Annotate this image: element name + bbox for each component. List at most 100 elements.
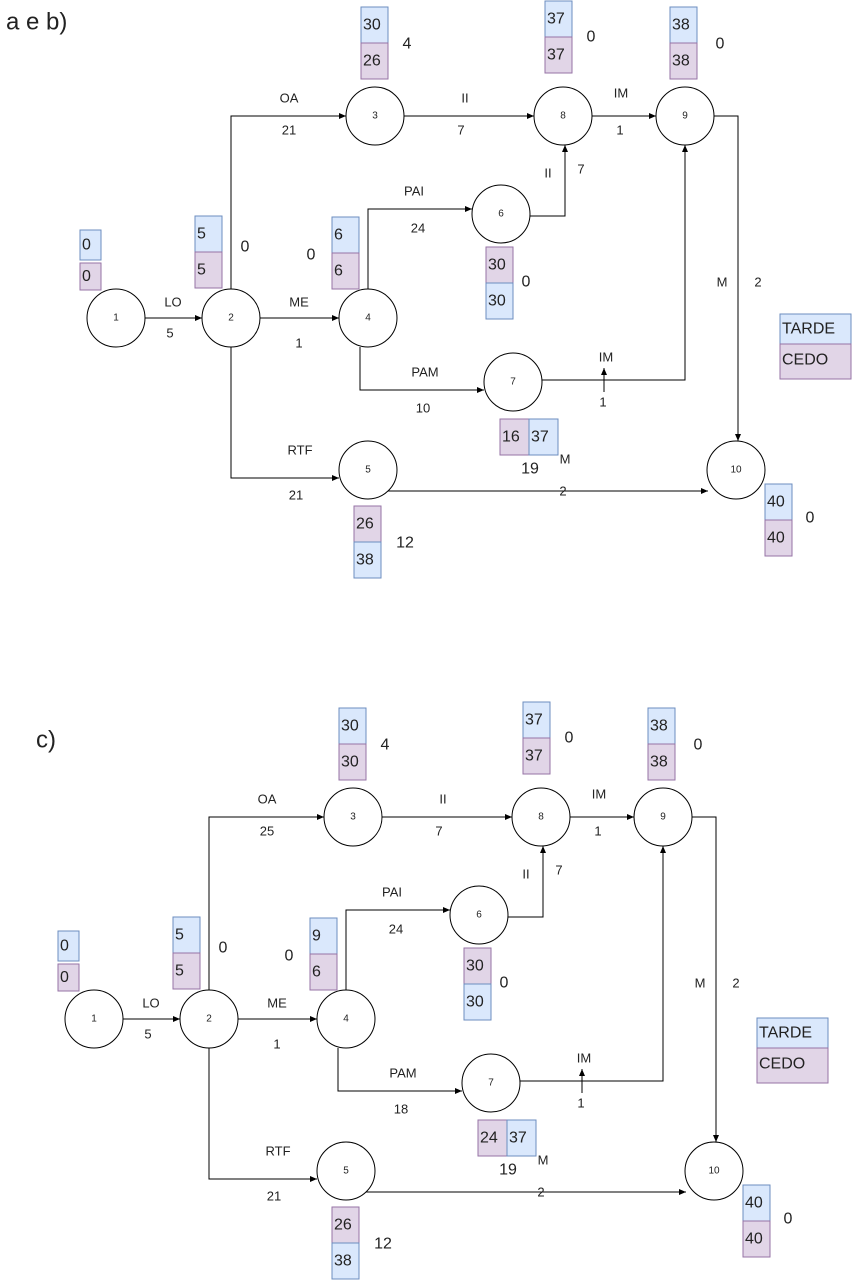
early-time-box (764, 519, 793, 557)
late-time-box (57, 930, 80, 962)
activity-name-label: II (544, 166, 551, 181)
event-number: 10 (730, 465, 742, 476)
early-time-value: 16 (502, 429, 520, 446)
slack-value: 12 (374, 1236, 392, 1253)
slack-value: 0 (694, 737, 703, 754)
early-time-box (309, 953, 338, 991)
time-boxes-node-1: 00 (79, 229, 102, 291)
legend-early-swatch (756, 1047, 829, 1084)
event-circle (86, 288, 146, 348)
late-time-value: 6 (334, 227, 343, 244)
event-number: 5 (343, 1166, 349, 1177)
activity-name-label: IM (592, 787, 606, 802)
activity-arrow-2-5 (230, 347, 339, 481)
activity-duration-label: 21 (282, 123, 296, 138)
event-node-5: 5 (338, 440, 398, 500)
early-time-box (172, 952, 201, 990)
event-node-2: 2 (179, 989, 239, 1049)
activity-name-label: ME (267, 996, 287, 1011)
early-time-value: 0 (60, 969, 69, 986)
late-time-box (485, 282, 514, 320)
early-time-box (57, 963, 80, 992)
early-time-value: 0 (82, 268, 91, 285)
slack-value: 12 (396, 535, 414, 552)
early-time-value: 37 (525, 748, 543, 765)
activity-arrow-4-7 (359, 347, 484, 393)
event-node-2: 2 (201, 288, 261, 348)
slack-value: 0 (219, 940, 228, 957)
activity-name-label: OA (258, 792, 277, 807)
activity-duration-label: 24 (389, 922, 403, 937)
late-time-value: 5 (175, 927, 184, 944)
legend-early-label: CEDO (759, 1056, 805, 1073)
early-time-value: 40 (745, 1231, 763, 1248)
event-node-10: 10 (706, 440, 766, 500)
time-boxes-node-5: 26 38 12 (331, 1206, 392, 1280)
late-time-box (463, 983, 492, 1021)
late-time-value: 38 (356, 552, 374, 569)
event-number: 8 (538, 812, 544, 823)
time-boxes-node-2: 550 (172, 916, 228, 990)
activity-duration-label: 1 (599, 395, 606, 410)
event-circle (338, 440, 398, 500)
activity-name-label: PAI (404, 184, 424, 199)
event-number: 9 (682, 111, 688, 122)
slack-value: 0 (587, 29, 596, 46)
event-node-5: 5 (316, 1141, 376, 1201)
event-node-4: 4 (338, 288, 398, 348)
early-time-value: 26 (334, 1217, 352, 1234)
activity-arrow-9-10 (714, 115, 741, 441)
activity-duration-label: 2 (754, 275, 761, 290)
slack-value: 0 (285, 948, 294, 965)
early-time-box (338, 743, 367, 781)
activity-name-label: M (717, 275, 728, 290)
late-time-value: 38 (334, 1253, 352, 1270)
slack-value: 0 (716, 36, 725, 53)
event-number: 8 (560, 111, 566, 122)
early-time-value: 38 (672, 53, 690, 70)
early-time-box (194, 251, 223, 289)
late-time-value: 30 (488, 293, 506, 310)
early-time-value: 6 (312, 964, 321, 981)
late-time-box (647, 707, 676, 745)
early-time-value: 30 (466, 958, 484, 975)
late-time-value: 30 (363, 17, 381, 34)
early-time-box (522, 737, 551, 775)
late-time-box (309, 917, 338, 955)
late-time-value: 37 (525, 712, 543, 729)
event-number: 4 (365, 313, 371, 324)
activity-name-label: M (695, 976, 706, 991)
early-time-value: 30 (341, 754, 359, 771)
legend-late-label: TARDE (759, 1025, 812, 1042)
event-circle (471, 184, 531, 244)
event-circle (655, 86, 715, 146)
late-time-box (522, 701, 551, 739)
slack-value: 4 (403, 36, 412, 53)
slack-value: 19 (499, 1162, 517, 1179)
activity-duration-label: 5 (144, 1027, 151, 1042)
activity-name-label: M (560, 452, 571, 467)
activity-duration-label: 1 (295, 336, 302, 351)
diagram-title: c) (36, 727, 56, 754)
diagram-title: a e b) (6, 9, 67, 36)
event-circle (449, 885, 509, 945)
late-time-box (528, 418, 559, 456)
activity-name-label: ME (289, 295, 309, 310)
event-circle (323, 787, 383, 847)
event-circle (345, 86, 405, 146)
late-time-value: 40 (767, 494, 785, 511)
event-circle (338, 288, 398, 348)
activity-arrow-4-6 (345, 907, 450, 990)
legend-late-label: TARDE (782, 321, 835, 338)
late-time-value: 38 (672, 17, 690, 34)
activity-duration-label: 7 (435, 824, 442, 839)
